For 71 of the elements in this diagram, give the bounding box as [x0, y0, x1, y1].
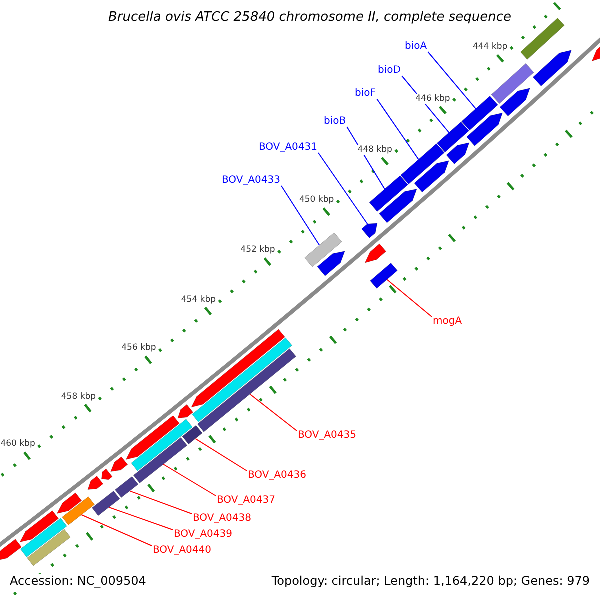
gene-feature: [20, 510, 59, 542]
gene-label: bioF: [355, 88, 376, 100]
gene-feature: [192, 338, 292, 423]
scale-label: 458 kbp: [60, 392, 98, 402]
gene-feature: [110, 456, 128, 472]
gene-label: BOV_A0439: [174, 529, 233, 541]
leader-line: [428, 52, 476, 110]
gene-label: BOV_A0435: [298, 430, 357, 442]
leader-line: [281, 186, 320, 246]
gene-feature: [62, 496, 95, 526]
summary-text: Topology: circular; Length: 1,164,220 bp; Genes: 979: [270, 574, 592, 589]
gene-feature: [197, 348, 296, 432]
map-title: Brucella ovis ATCC 25840 chromosome II, complete sequence: [107, 10, 513, 26]
gene-feature: [491, 63, 534, 104]
gene-feature: [532, 50, 572, 87]
leader-line: [130, 490, 192, 514]
scale-label: 444 kbp: [472, 42, 509, 52]
scale-label: 460 kbp: [0, 439, 36, 450]
leader-line: [81, 514, 152, 546]
gene-feature: [364, 244, 386, 264]
gene-feature: [317, 251, 346, 276]
gene-feature: [92, 490, 120, 516]
leader-line: [163, 464, 216, 496]
gene-label: mogA: [433, 316, 462, 328]
leader-line: [346, 126, 386, 190]
scale-label: 448 kbp: [356, 145, 394, 156]
gene-feature: [520, 18, 565, 60]
gene-feature: [379, 188, 418, 224]
scale-label: 454 kbp: [180, 294, 218, 305]
leader-line: [195, 438, 248, 472]
gene-feature: [27, 529, 71, 566]
gene-feature: [182, 425, 203, 445]
leader-line: [376, 98, 420, 160]
gene-label: BOV_A0433: [222, 175, 281, 187]
gene-label: BOV_A0440: [153, 545, 212, 557]
scale-label: 450 kbp: [298, 195, 336, 206]
gene-label: BOV_A0437: [217, 495, 276, 507]
gene-label: BOV_A0436: [248, 470, 307, 482]
gene-feature: [126, 416, 180, 460]
gene-feature: [304, 232, 342, 268]
gene-feature: [115, 476, 139, 498]
leader-line: [250, 394, 298, 432]
gene-feature: [56, 492, 82, 514]
scale-label: 452 kbp: [240, 245, 276, 256]
scale-label: 446 kbp: [414, 94, 452, 104]
leader-line: [108, 507, 174, 530]
gene-feature: [466, 112, 503, 146]
gene-feature: [131, 419, 193, 472]
gene-feature: [20, 518, 68, 558]
gene-feature: [369, 176, 408, 212]
scale-label: 456 kbp: [120, 343, 158, 354]
gene-label: bioB: [324, 116, 346, 128]
gene-feature: [446, 142, 470, 164]
accession-text: Accession: NC_009504: [8, 574, 148, 589]
gene-label: BOV_A0438: [193, 513, 252, 525]
gene-feature: [191, 329, 286, 408]
leader-line: [318, 152, 368, 225]
gene-feature: [88, 476, 104, 490]
gene-feature: [370, 262, 398, 289]
gene-feature: [414, 160, 450, 193]
gene-label: bioA: [405, 41, 428, 53]
gene-feature: [133, 438, 188, 484]
leader-line: [386, 279, 432, 318]
gene-feature: [436, 122, 470, 153]
gene-feature: [0, 539, 22, 562]
gene-label: bioD: [378, 65, 401, 77]
gene-feature: [500, 88, 530, 117]
gene-feature: [102, 468, 113, 480]
gene-feature: [362, 223, 378, 238]
gene-label: BOV_A0431: [259, 142, 318, 154]
gene-feature: [462, 96, 498, 131]
